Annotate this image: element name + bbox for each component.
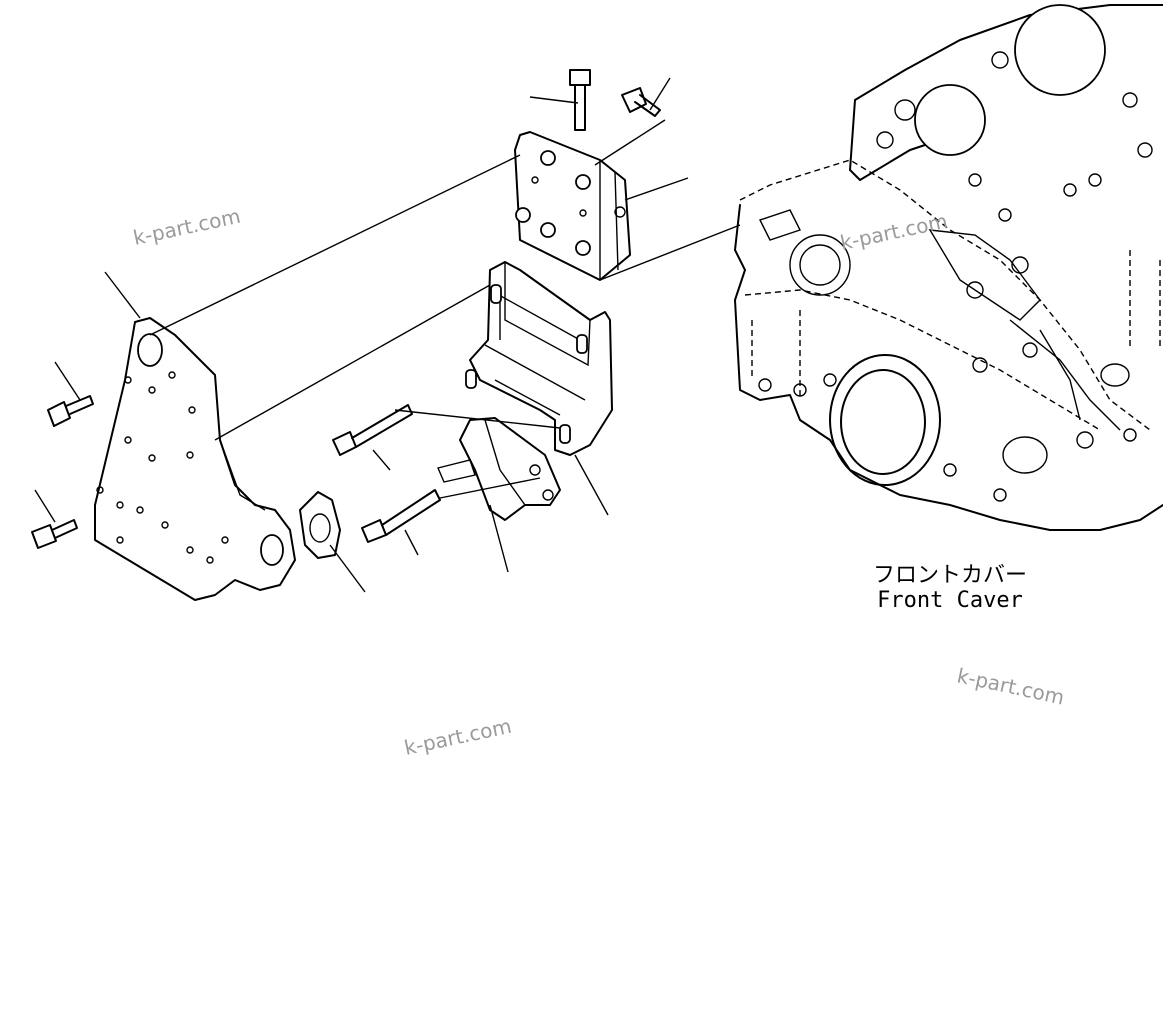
- vertical-bolt-icon: [569, 69, 591, 131]
- plate-bolt-upper-icon: [47, 395, 94, 427]
- upper-bracket-plate: [514, 131, 631, 281]
- long-bolt-lower-icon: [361, 489, 441, 543]
- plate-bolt-lower-icon: [31, 519, 78, 549]
- mounting-plate: [94, 317, 296, 601]
- watermark-top-right: k-part.com: [838, 209, 950, 255]
- short-bolt-icon: [621, 87, 661, 117]
- caption-english: Front Caver: [877, 588, 1023, 613]
- watermark-right: k-part.com: [955, 663, 1067, 709]
- long-bolt-upper-icon: [332, 404, 413, 456]
- support-bracket: [437, 417, 561, 521]
- watermark-middle: k-part.com: [402, 714, 514, 760]
- caption-japanese: フロントカバー: [873, 563, 1027, 588]
- front-cover-engine-block: [734, 4, 1163, 531]
- watermark-top-left: k-part.com: [131, 204, 243, 250]
- main-bracket-frame: [465, 261, 613, 456]
- leader-lines: [34, 77, 741, 593]
- gasket: [299, 491, 341, 559]
